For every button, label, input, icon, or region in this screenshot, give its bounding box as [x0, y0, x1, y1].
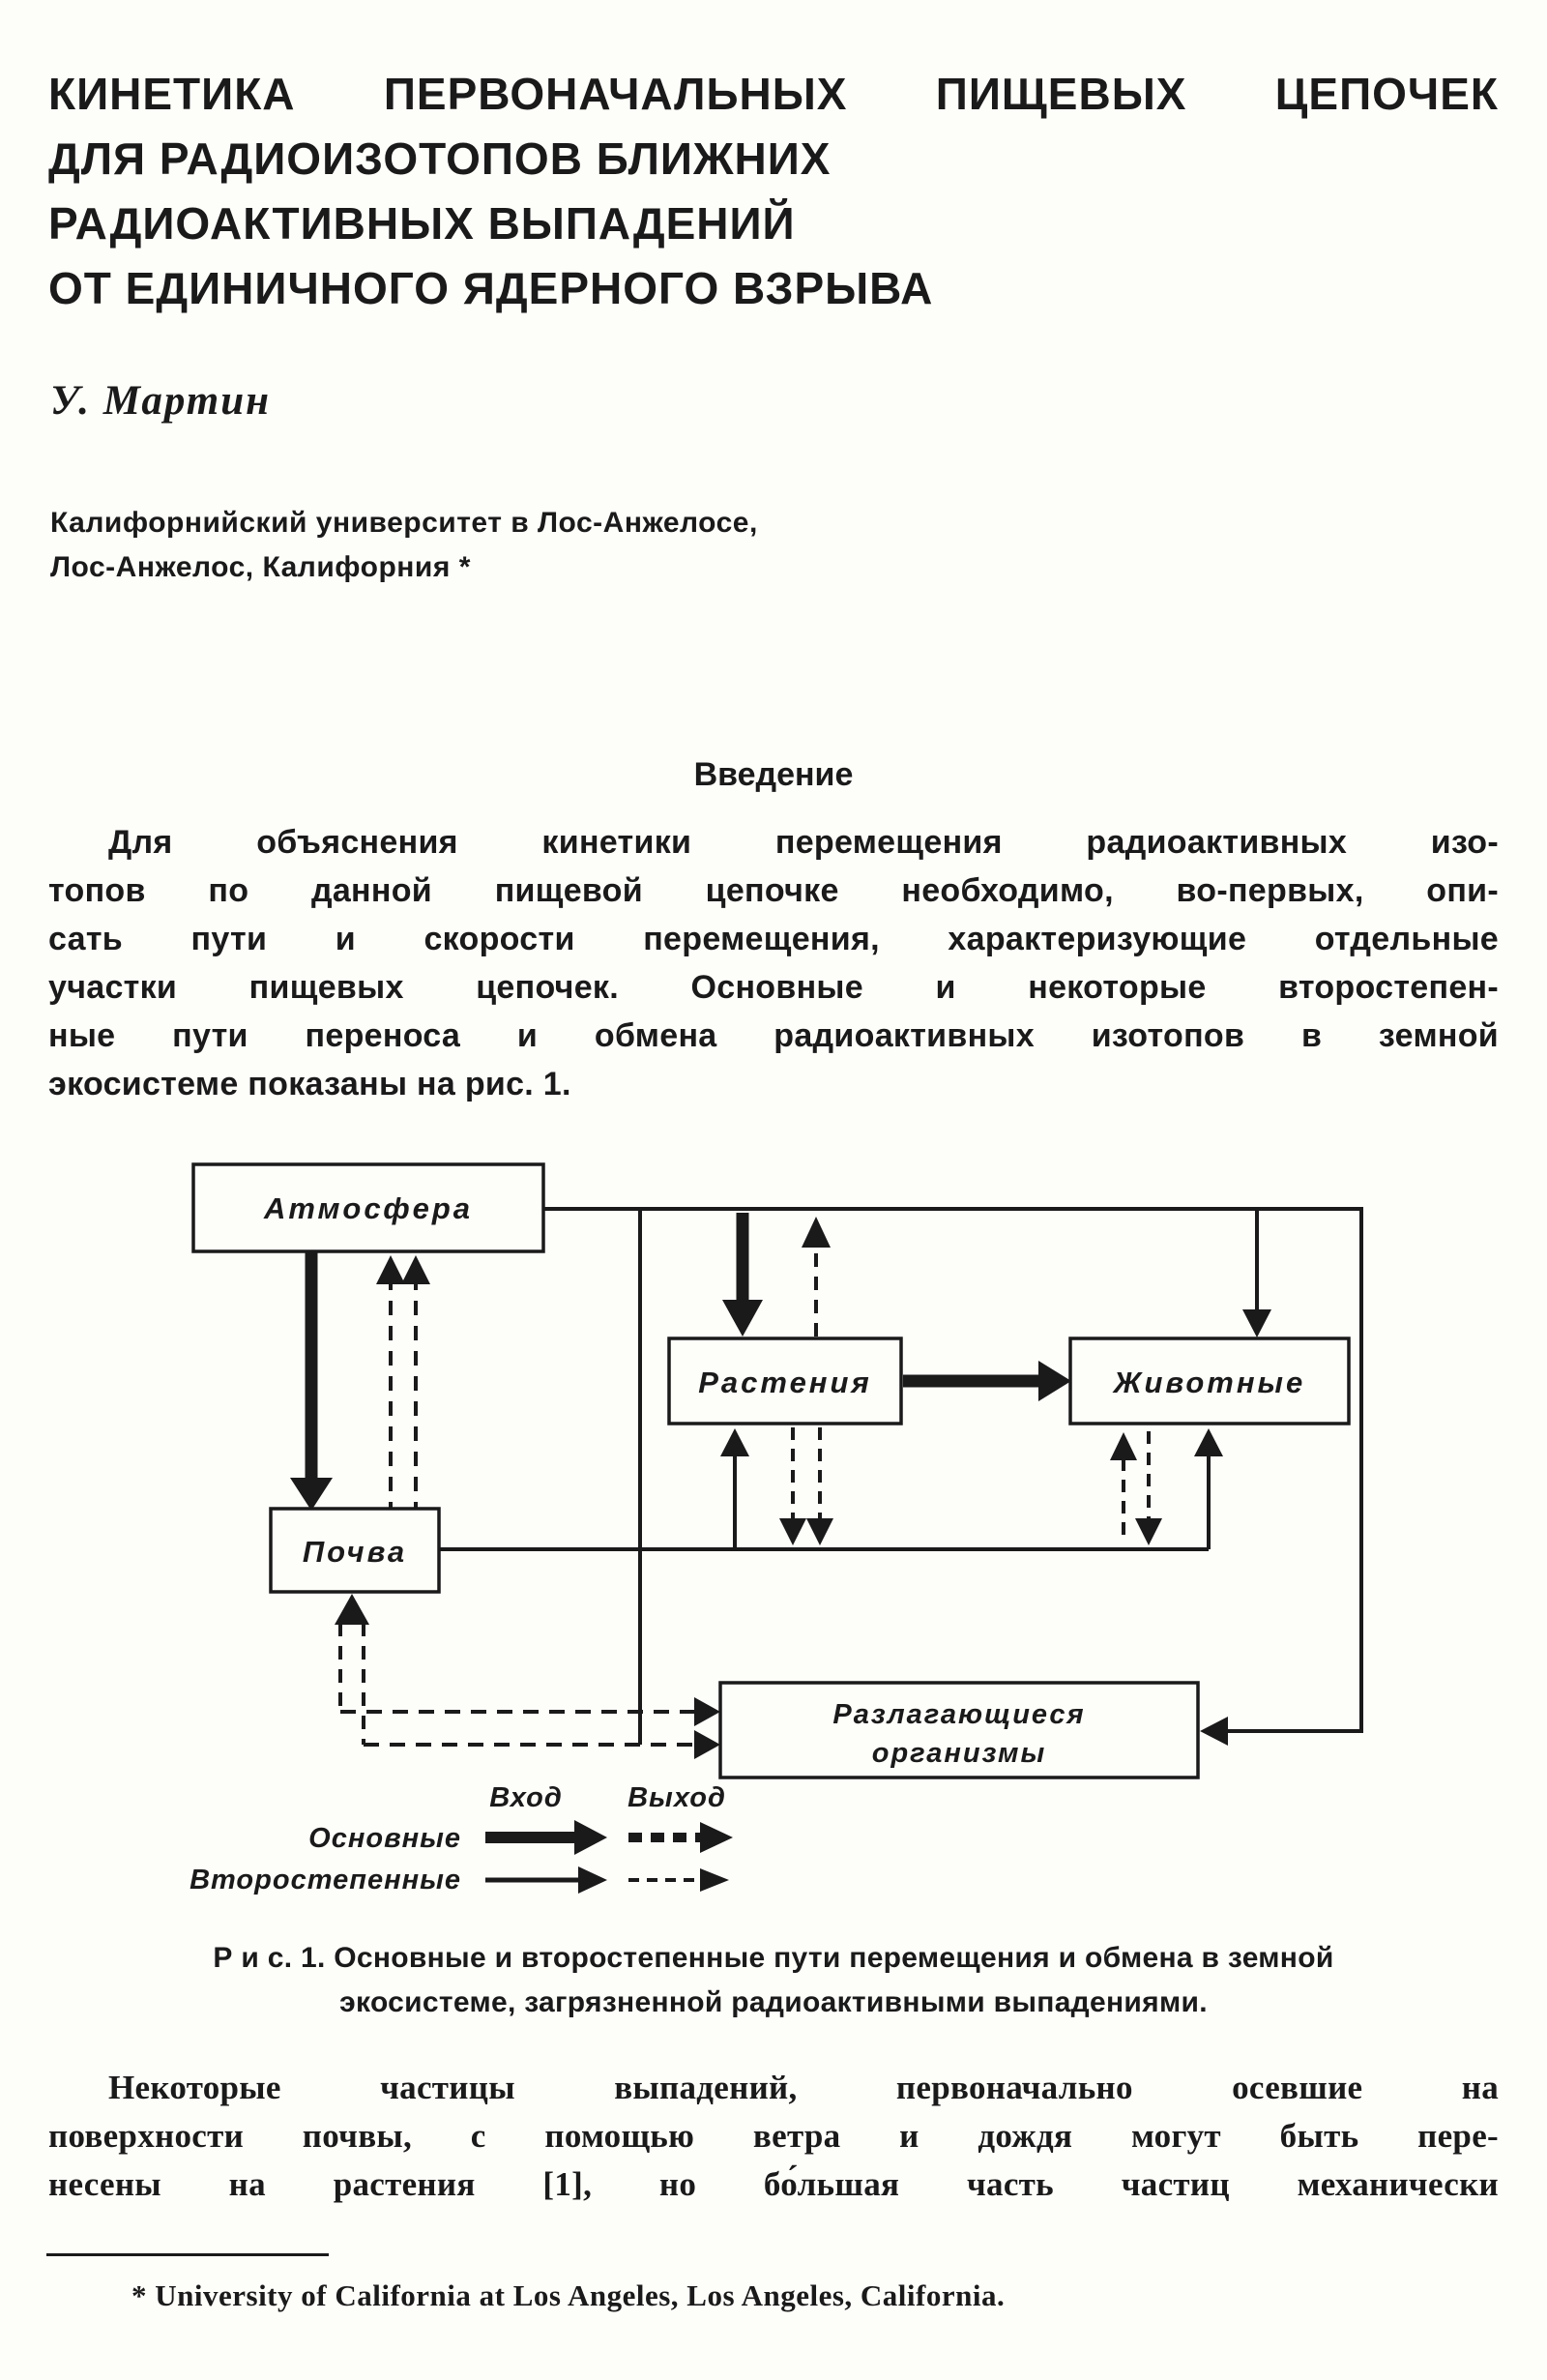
title-line-2: ДЛЯ РАДИОИЗОТОПОВ БЛИЖНИХ [48, 133, 832, 184]
node-plants-label: Растения [698, 1366, 871, 1399]
line-soil-to-right [439, 1428, 1223, 1551]
paragraph-line: поверхности почвы, с помощью ветра и дож… [48, 2117, 1499, 2155]
legend-primary-output-arrow [628, 1822, 733, 1853]
node-decomposers-label-2: организмы [872, 1738, 1047, 1769]
arrow-soil-decomposers-secondary [335, 1594, 720, 1759]
legend-secondary-output-arrow [628, 1868, 729, 1892]
caption-line-2: экосистеме, загрязненной радиоактивными … [339, 1986, 1208, 2018]
author-name: У. Мартин [50, 378, 272, 424]
arrow-atmosphere-to-soil-primary [290, 1251, 333, 1511]
paragraph-line: топов по данной пищевой цепочке необходи… [48, 872, 1499, 909]
arrow-animals-soil-secondary [1110, 1431, 1162, 1545]
arrow-atmosphere-to-plants-primary [722, 1213, 763, 1337]
legend-primary-label: Основные [308, 1823, 461, 1854]
figure-legend: Вход Выход Основные Второстепенные [190, 1782, 733, 1895]
arrow-plants-to-soil-secondary [779, 1427, 833, 1545]
paragraph-line: Некоторые частицы выпадений, первоначаль… [108, 2069, 1499, 2106]
title-line-1: КИНЕТИКА ПЕРВОНАЧАЛЬНЫХ ПИЩЕВЫХ ЦЕПОЧЕК [48, 69, 1499, 119]
node-soil-label: Почва [303, 1535, 407, 1569]
footnote-text: * University of California at Los Angele… [131, 2278, 1006, 2312]
paragraph-line: ные пути переноса и обмена радиоактивных… [48, 1017, 1499, 1054]
footnote-divider [46, 2253, 329, 2256]
paragraph-line: несены на растения [1], но бо́льшая част… [48, 2165, 1499, 2203]
paragraph-line: участки пищевых цепочек. Основные и неко… [48, 969, 1499, 1006]
paragraph-line: Для объяснения кинетики перемещения ради… [108, 824, 1499, 861]
title-line-4: ОТ ЕДИНИЧНОГО ЯДЕРНОГО ВЗРЫВА [48, 263, 934, 313]
body-paragraph: Некоторые частицы выпадений, первоначаль… [48, 2064, 1499, 2209]
arrow-atmosphere-to-animals [1242, 1209, 1271, 1337]
arrow-plants-to-animals-primary [903, 1361, 1071, 1401]
node-atmosphere: Атмосфера [191, 1162, 545, 1253]
figure-1-caption: Р и с. 1. Основные и второстепенные пути… [48, 1936, 1499, 2025]
node-atmosphere-label: Атмосфера [263, 1191, 473, 1225]
intro-paragraph: Для объяснения кинетики перемещения ради… [48, 818, 1499, 1108]
arrow-plants-to-atmosphere-secondary [802, 1217, 831, 1337]
node-decomposers-label-1: Разлагающиеся [832, 1699, 1085, 1730]
node-animals: Животные [1068, 1337, 1351, 1425]
node-soil: Почва [269, 1507, 441, 1594]
line-atmosphere-top-loop [543, 1207, 1363, 1746]
title-line-3: РАДИОАКТИВНЫХ ВЫПАДЕНИЙ [48, 198, 796, 249]
legend-input-label: Вход [489, 1782, 563, 1813]
node-decomposers: Разлагающиеся организмы [718, 1681, 1200, 1779]
legend-secondary-label: Второстепенные [190, 1865, 461, 1895]
section-heading-introduction: Введение [693, 756, 854, 793]
node-animals-label: Животные [1112, 1366, 1306, 1399]
affiliation-line-1: Калифорнийский университет в Лос-Анжелос… [50, 507, 758, 539]
figure-1-diagram: Атмосфера Растения Животные Почва Разлаг… [166, 1153, 1365, 1911]
author-affiliation: Калифорнийский университет в Лос-Анжелос… [50, 501, 758, 590]
paragraph-line: сать пути и скорости перемещения, характ… [48, 921, 1499, 957]
affiliation-line-2: Лос-Анжелос, Калифорния * [50, 551, 471, 583]
legend-output-label: Выход [628, 1782, 726, 1813]
caption-line-1: Р и с. 1. Основные и второстепенные пути… [213, 1942, 1334, 1974]
legend-primary-input-arrow [485, 1820, 607, 1855]
article-title: КИНЕТИКА ПЕРВОНАЧАЛЬНЫХ ПИЩЕВЫХ ЦЕПОЧЕК … [48, 62, 1499, 321]
paragraph-line: экосистеме показаны на рис. 1. [48, 1066, 571, 1102]
node-plants: Растения [667, 1337, 903, 1425]
legend-secondary-input-arrow [485, 1866, 607, 1894]
